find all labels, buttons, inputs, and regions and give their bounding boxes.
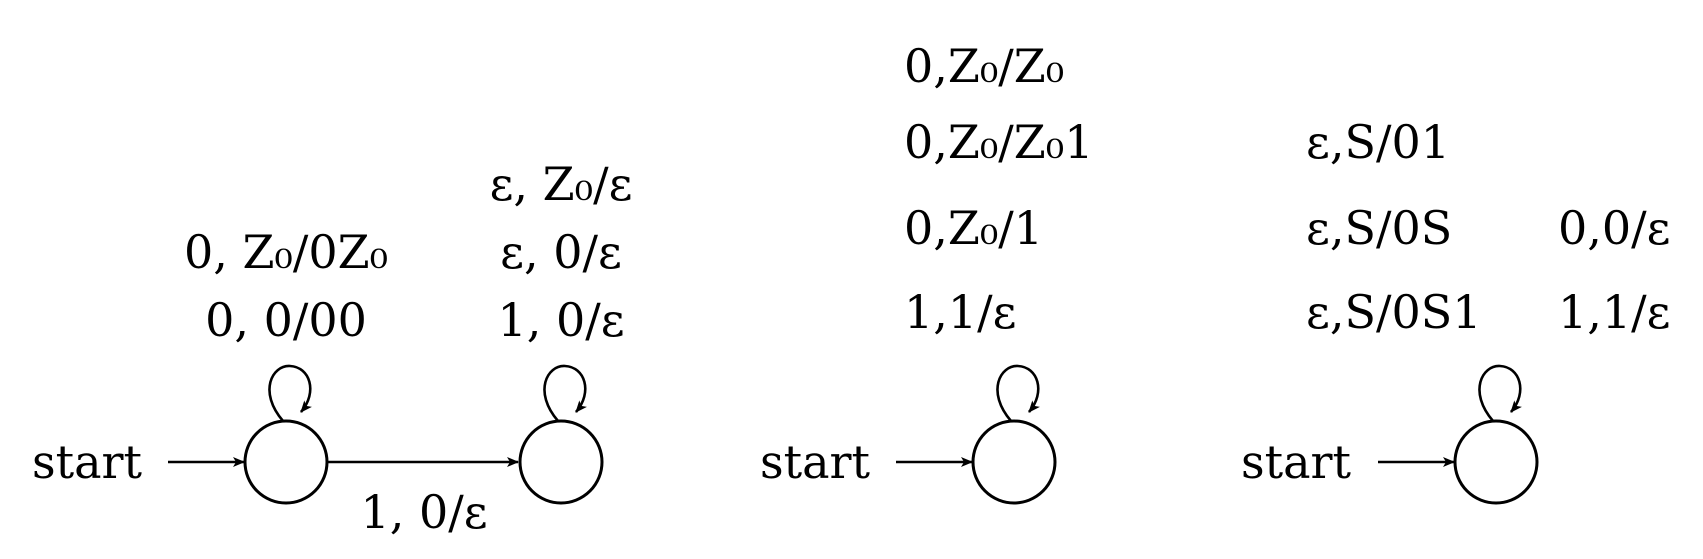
loop-label-p0-3: 0,Z₀/1 — [904, 201, 1043, 255]
loop-label-r0-1: ε,S/01 — [1306, 115, 1450, 169]
loop-label-q0-1: 0, Z₀/0Z₀ — [184, 225, 388, 279]
loop-label-q1-3: 1, 0/ε — [497, 293, 624, 347]
state-p0[interactable] — [971, 419, 1057, 505]
loop-label-r0-3: ε,S/0S1 — [1306, 285, 1482, 339]
loop-label-q1-1: ε, Z₀/ε — [490, 157, 633, 211]
start-label: start — [760, 435, 871, 489]
state-q1[interactable] — [518, 419, 604, 505]
loop-label-r0-5: 1,1/ε — [1558, 285, 1670, 339]
loop-label-q0-2: 0, 0/00 — [205, 293, 367, 347]
start-label: start — [1241, 435, 1352, 489]
self-loop-q1 — [543, 364, 587, 422]
loop-label-p0-1: 0,Z₀/Z₀ — [904, 39, 1064, 93]
loop-label-p0-4: 1,1/ε — [904, 285, 1016, 339]
self-loop-p0 — [996, 364, 1040, 422]
state-r0[interactable] — [1453, 419, 1539, 505]
diagram-1: start 0, Z₀/0Z₀ 0, 0/00 1, 0/ε ε, Z₀/ε ε… — [32, 157, 632, 539]
loop-label-p0-2: 0,Z₀/Z₀1 — [904, 115, 1093, 169]
state-q0[interactable] — [243, 419, 329, 505]
start-label: start — [32, 435, 143, 489]
self-loop-q0 — [268, 364, 312, 422]
loop-label-r0-4: 0,0/ε — [1558, 201, 1670, 255]
transition-label: 1, 0/ε — [360, 485, 487, 539]
loop-label-q1-2: ε, 0/ε — [500, 225, 622, 279]
diagram-2: start 0,Z₀/Z₀ 0,Z₀/Z₀1 0,Z₀/1 1,1/ε — [760, 39, 1093, 505]
loop-label-r0-2: ε,S/0S — [1306, 201, 1452, 255]
self-loop-r0 — [1478, 364, 1522, 422]
diagram-3: start ε,S/01 ε,S/0S ε,S/0S1 0,0/ε 1,1/ε — [1241, 115, 1670, 505]
